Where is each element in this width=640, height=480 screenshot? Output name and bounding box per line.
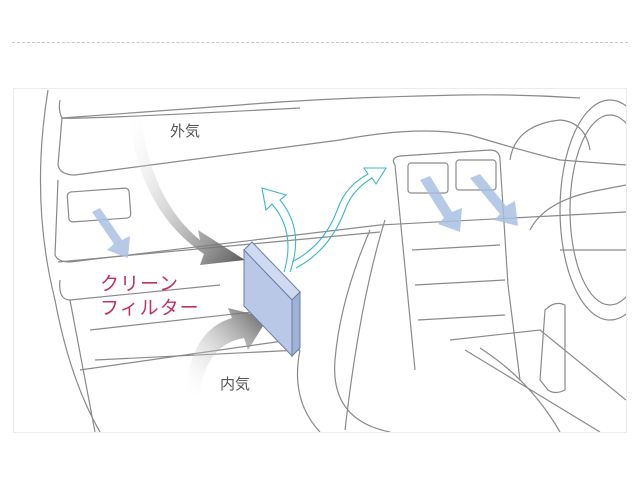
clean-air-arrow-2 bbox=[291, 167, 387, 269]
clean-filter-label: クリーン フィルター bbox=[100, 272, 200, 320]
outside-air-label: 外気 bbox=[170, 122, 201, 140]
illustration-frame bbox=[13, 88, 627, 433]
center-vent-arrow-1 bbox=[420, 176, 462, 232]
center-vent-arrow-2 bbox=[470, 174, 518, 226]
dotted-divider bbox=[12, 42, 628, 43]
clean-filter-label-line2: フィルター bbox=[100, 297, 200, 319]
inside-air-label: 内気 bbox=[220, 375, 251, 393]
left-vent-arrow bbox=[92, 208, 130, 258]
vent-airflow-arrows bbox=[92, 174, 518, 258]
dashboard-line-art bbox=[39, 89, 626, 432]
clean-filter-label-line1: クリーン bbox=[100, 273, 180, 295]
clean-air-arrow-1 bbox=[261, 187, 297, 273]
cabin-filter bbox=[243, 241, 301, 358]
inside-air-arrow bbox=[185, 308, 268, 395]
clean-air-arrows bbox=[261, 167, 387, 273]
outside-air-arrow bbox=[128, 110, 245, 265]
